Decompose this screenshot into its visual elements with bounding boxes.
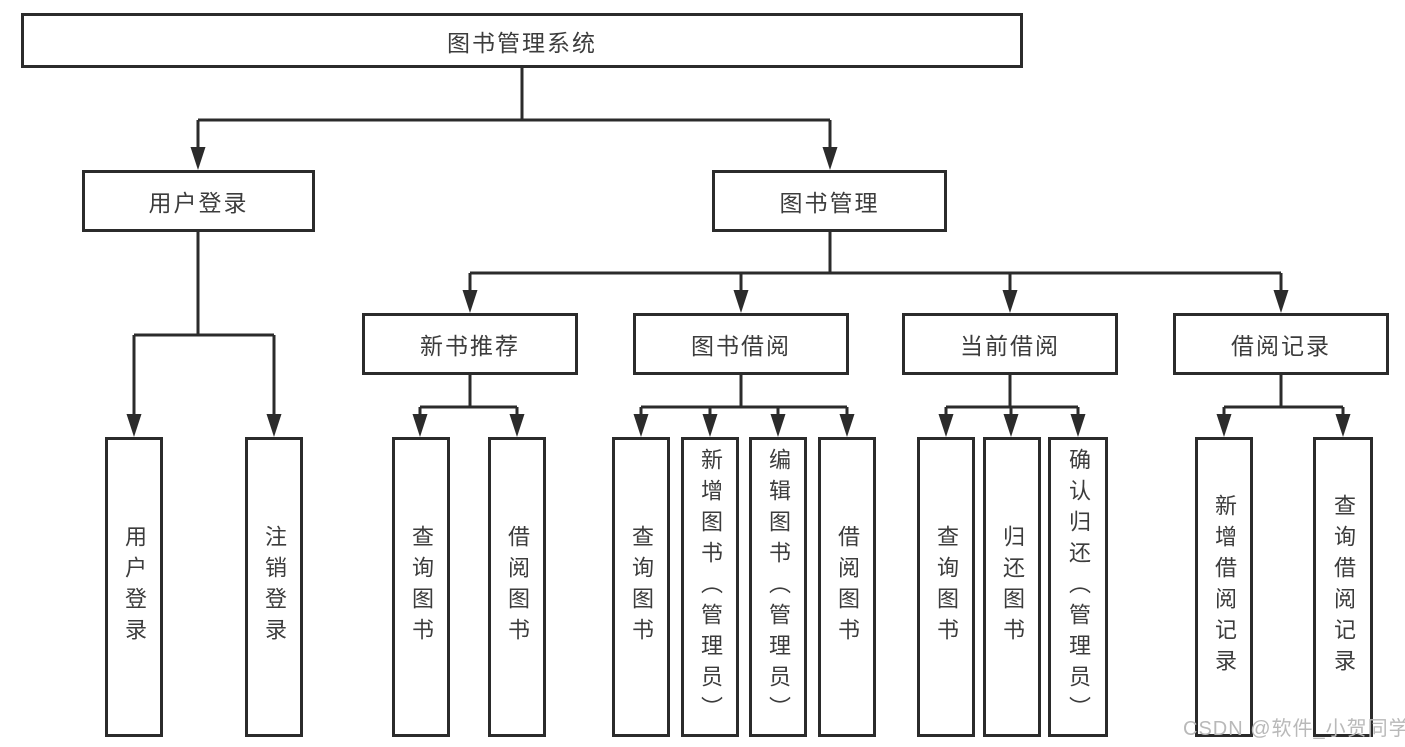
leaf-records-add-record-label: 新增借阅记录: [1212, 494, 1237, 680]
leaf-borrowing-borrow-books-label: 借阅图书: [835, 525, 860, 649]
leaf-borrowing-query-books-label: 查询图书: [629, 525, 654, 649]
leaf-records-query-record: 查询借阅记录: [1313, 437, 1373, 737]
leaf-borrowing-borrow-books: 借阅图书: [818, 437, 876, 737]
node-root: 图书管理系统: [21, 13, 1023, 68]
leaf-borrowing-edit-books-admin: 编辑图书（管理员）: [749, 437, 807, 737]
leaf-borrowing-edit-books-admin-label: 编辑图书（管理员）: [766, 447, 791, 727]
leaf-newbook-query-books: 查询图书: [392, 437, 450, 737]
node-new-book-recommend: 新书推荐: [362, 313, 578, 375]
leaf-borrowing-add-books-admin: 新增图书（管理员）: [681, 437, 739, 737]
leaf-current-return-books-label: 归还图书: [1000, 525, 1025, 649]
leaf-newbook-query-books-label: 查询图书: [409, 525, 434, 649]
node-book-management: 图书管理: [712, 170, 947, 232]
leaf-current-return-books: 归还图书: [983, 437, 1041, 737]
leaf-current-query-books: 查询图书: [917, 437, 975, 737]
node-borrowing-records: 借阅记录: [1173, 313, 1389, 375]
leaf-newbook-borrow-books: 借阅图书: [488, 437, 546, 737]
node-current-borrowing: 当前借阅: [902, 313, 1118, 375]
connector-lines: [132, 68, 1345, 417]
leaf-records-query-record-label: 查询借阅记录: [1331, 494, 1356, 680]
leaf-user-login-label: 用户登录: [122, 525, 147, 649]
leaf-borrowing-add-books-admin-label: 新增图书（管理员）: [698, 447, 723, 727]
leaf-newbook-borrow-books-label: 借阅图书: [505, 525, 530, 649]
leaf-logout: 注销登录: [245, 437, 303, 737]
leaf-current-confirm-return-admin-label: 确认归还（管理员）: [1066, 447, 1091, 727]
leaf-current-confirm-return-admin: 确认归还（管理员）: [1048, 437, 1108, 737]
watermark: CSDN @软件_小贺同学: [1183, 718, 1405, 740]
node-user-login: 用户登录: [82, 170, 315, 232]
connector-arrowheads: [126, 147, 1351, 437]
leaf-borrowing-query-books: 查询图书: [612, 437, 670, 737]
leaf-user-login: 用户登录: [105, 437, 163, 737]
node-book-borrowing: 图书借阅: [633, 313, 849, 375]
leaf-logout-label: 注销登录: [262, 525, 287, 649]
leaf-records-add-record: 新增借阅记录: [1195, 437, 1253, 737]
leaf-current-query-books-label: 查询图书: [934, 525, 959, 649]
